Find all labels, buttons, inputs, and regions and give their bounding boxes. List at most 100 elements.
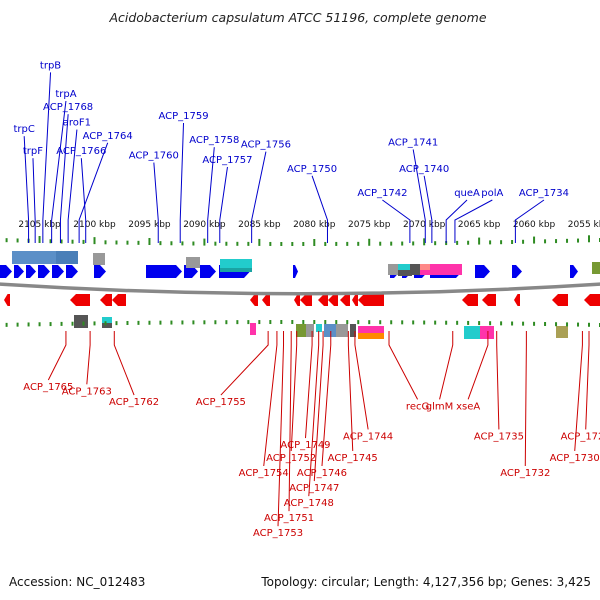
- gene-label: ACP_1747: [289, 483, 339, 494]
- label-link: [445, 199, 468, 243]
- gene-label: ACP_1768: [43, 102, 93, 113]
- forward-gene-arrow: [200, 265, 216, 278]
- topology-summary: Topology: circular; Length: 4,127,356 bp…: [260, 575, 591, 589]
- reverse-gene-arrow: [328, 294, 338, 306]
- reverse-gene-arrow: [552, 294, 568, 306]
- reverse-gene-arrow: [300, 294, 312, 306]
- gene-label: ACP_1729: [561, 431, 600, 442]
- reverse-gene-arrow: [250, 294, 258, 306]
- gene-label: trpA: [55, 89, 76, 100]
- gene-label: glmM: [426, 401, 454, 412]
- accession-text: Accession: NC_012483: [9, 575, 145, 589]
- label-link: [220, 331, 269, 396]
- label-link: [311, 175, 328, 243]
- cog-block: [388, 264, 398, 275]
- cog-block: [316, 324, 322, 332]
- scale-ticks: 2105 kbp 2100 kbp 2095 kbp 2090 kbp 2085 kbp…: [5, 220, 600, 327]
- cog-block: [410, 264, 420, 275]
- reverse-gene-arrow: [584, 294, 600, 306]
- label-link: [524, 331, 527, 467]
- gene-label: aroF1: [63, 118, 91, 129]
- forward-gene-arrow: [66, 265, 78, 278]
- label-link: [321, 331, 332, 467]
- label-link: [423, 175, 433, 243]
- label-link: [179, 122, 185, 243]
- gene-label: ACP_1730: [550, 453, 600, 464]
- gene-label: ACP_1755: [196, 397, 246, 408]
- label-link: [467, 331, 489, 400]
- gene-label: trpB: [40, 60, 61, 71]
- gene-label: ACP_1757: [202, 155, 252, 166]
- label-link: [454, 199, 493, 243]
- label-link: [277, 331, 285, 527]
- label-link: [207, 147, 215, 243]
- tick-label: 2105 kbp: [18, 220, 61, 230]
- gene-label: ACP_1759: [158, 111, 208, 122]
- label-link: [51, 100, 67, 243]
- gene-label: ACP_1764: [83, 131, 133, 142]
- gene-label: ACP_1741: [388, 137, 438, 148]
- forward-gene-arrow: [184, 265, 198, 278]
- tick-label: 2075 kbp: [348, 220, 391, 230]
- reverse-label-lines: [47, 331, 590, 527]
- label-link: [113, 331, 135, 396]
- cog-block: [350, 324, 356, 337]
- label-link: [32, 158, 36, 243]
- reverse-gene-arrow: [358, 294, 384, 306]
- gene-label: ACP_1735: [474, 431, 524, 442]
- gene-label: trpF: [23, 146, 43, 157]
- label-link: [313, 331, 324, 482]
- forward-gene-arrow: [94, 265, 106, 278]
- label-link: [251, 151, 267, 243]
- tick-label: 2090 kbp: [183, 220, 226, 230]
- label-link: [412, 149, 426, 243]
- gene-label: ACP_1753: [253, 528, 303, 539]
- tick-label: 2100 kbp: [73, 220, 116, 230]
- reverse-gene-arrow: [340, 294, 350, 306]
- tick-label: 2080 kbp: [293, 220, 336, 230]
- cog-block: [102, 317, 112, 325]
- forward-gene-arrow: [52, 265, 64, 278]
- cog-block: [464, 326, 480, 339]
- map-title: Acidobacterium capsulatum ATCC 51196, co…: [108, 10, 486, 25]
- label-link: [67, 129, 78, 243]
- gene-label: ACP_1756: [241, 140, 291, 151]
- reverse-gene-arrow: [482, 294, 496, 306]
- tick-label: 2085 kbp: [238, 220, 281, 230]
- tick-label: 2070 kbp: [403, 220, 446, 230]
- reverse-gene-arrow: [262, 294, 270, 306]
- feature-tracks: [0, 251, 600, 339]
- forward-gene-arrow: [570, 265, 578, 278]
- tick-label: 2095 kbp: [128, 220, 171, 230]
- label-link: [574, 331, 583, 451]
- label-link: [585, 331, 590, 430]
- cog-block: [324, 324, 336, 337]
- label-link: [42, 72, 52, 243]
- cog-block: [420, 264, 430, 270]
- cog-block: [93, 253, 105, 265]
- cog-block: [74, 315, 88, 328]
- label-link: [382, 199, 411, 243]
- forward-gene-arrow: [0, 265, 12, 278]
- reverse-gene-arrow: [352, 294, 358, 306]
- label-link: [263, 331, 278, 467]
- gene-label: ACP_1751: [264, 513, 314, 524]
- label-link: [80, 158, 87, 243]
- label-link: [153, 162, 159, 243]
- gene-label: ACP_1760: [129, 151, 179, 162]
- cog-block: [56, 251, 78, 264]
- gene-label: ACP_1762: [109, 397, 159, 408]
- label-link: [288, 331, 292, 512]
- tick-label: 2060 kbp: [513, 220, 556, 230]
- label-link: [354, 331, 369, 430]
- label-link: [308, 331, 320, 497]
- reverse-gene-arrow: [70, 294, 90, 306]
- cog-block: [398, 264, 410, 272]
- gene-label: ACP_1758: [189, 135, 239, 146]
- gene-label: ACP_1749: [280, 440, 330, 451]
- cog-block: [250, 323, 256, 335]
- reverse-gene-arrow: [112, 294, 126, 306]
